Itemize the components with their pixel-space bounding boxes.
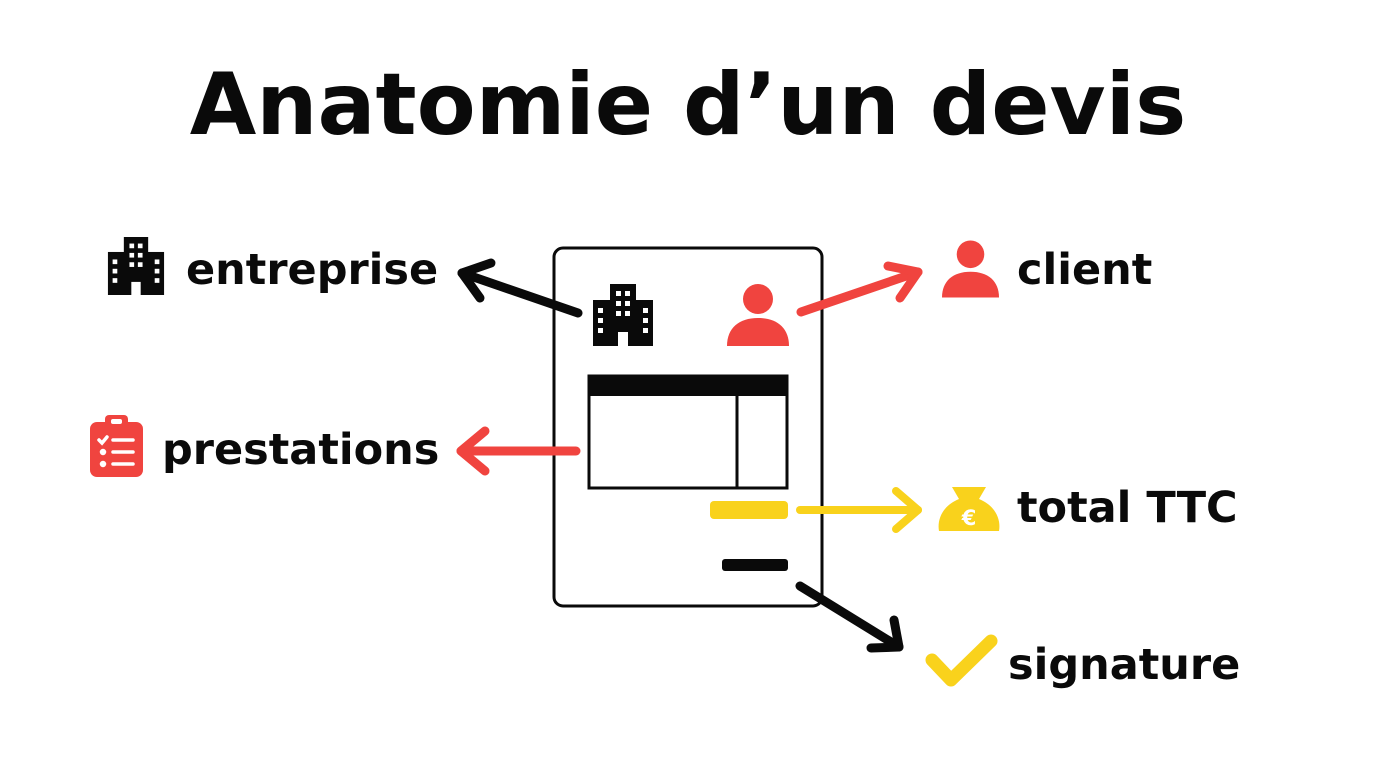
document-person-icon	[727, 284, 789, 346]
document-outline	[552, 246, 824, 608]
label-prestations: prestations	[162, 425, 440, 475]
label-signature: signature	[1008, 640, 1241, 690]
arrow-signature	[795, 581, 904, 653]
checkmark-icon	[925, 634, 998, 687]
arrow-prestations	[456, 426, 581, 476]
person-icon	[942, 240, 999, 298]
arrow-client	[796, 261, 923, 317]
label-entreprise: entreprise	[186, 245, 439, 295]
svg-text:€: €	[961, 506, 977, 530]
arrow-total	[796, 487, 922, 533]
arrow-entreprise	[457, 258, 583, 318]
document-signature-line	[722, 559, 788, 571]
document-total-bar	[710, 501, 788, 519]
document-services-table	[587, 374, 789, 490]
euro-money-bag-icon: €	[938, 487, 1000, 531]
label-total-ttc: total TTC	[1017, 483, 1238, 533]
document-building-icon	[593, 284, 653, 346]
building-icon	[107, 237, 165, 295]
label-client: client	[1017, 245, 1153, 295]
clipboard-list-icon	[90, 415, 143, 477]
page-title: Anatomie d’un devis	[189, 55, 1187, 155]
